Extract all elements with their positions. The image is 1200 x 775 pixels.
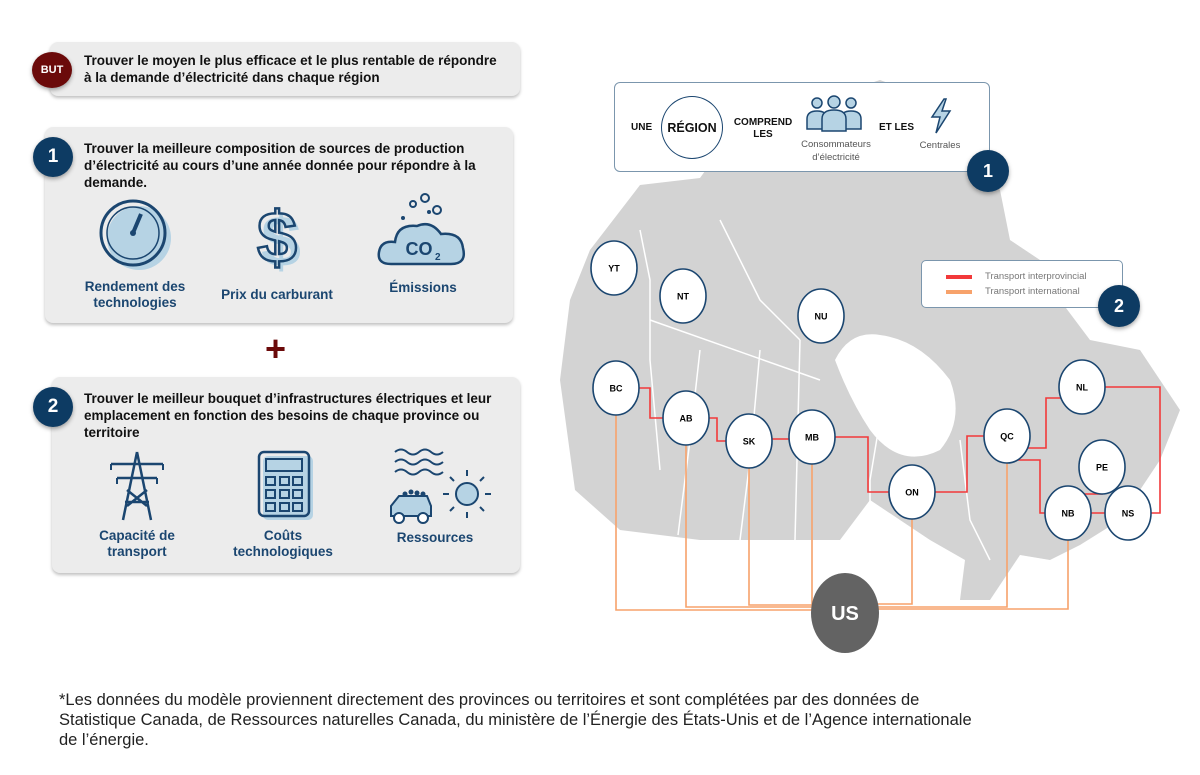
region-definition-box: UNE RÉGION COMPREND LES Consommateurs d’…	[614, 82, 990, 172]
region-circle: RÉGION	[661, 96, 723, 159]
resources-icon	[390, 448, 491, 524]
plants-label: Centrales	[919, 140, 961, 151]
plus-sign: +	[265, 328, 287, 369]
consumers-icon	[806, 95, 862, 132]
hudson-bay	[835, 334, 956, 457]
svg-text:MB: MB	[805, 433, 819, 443]
transmission-tower-icon	[110, 451, 164, 521]
legend-interprovincial: Transport interprovincial	[946, 271, 1087, 282]
item-label: Prix du carburant	[221, 287, 333, 302]
item-label: Rendement des technologies	[84, 279, 186, 310]
svg-text:NU: NU	[815, 312, 828, 322]
region-node-nt: NT	[659, 268, 707, 324]
region-node-qc: QC	[983, 408, 1031, 464]
item-label: Coûts technologiques	[233, 528, 333, 559]
goal-text: Trouver le moyen le plus efficace et le …	[84, 53, 497, 85]
item-transmission: Capacité de transport	[72, 450, 202, 560]
item-label: Émissions	[389, 280, 457, 295]
consumers-label: Consommateurs d’électricité	[801, 139, 871, 163]
svg-text:PE: PE	[1096, 463, 1108, 473]
label-comprend: COMPREND LES	[733, 117, 793, 140]
svg-text:NT: NT	[677, 292, 689, 302]
item-fuel-price: $$ Prix du carburant	[212, 198, 342, 303]
region-label: RÉGION	[667, 120, 717, 135]
calculator-icon	[257, 450, 313, 520]
region-node-sk: SK	[725, 413, 773, 469]
international-link-bc	[615, 388, 845, 611]
legend: Transport interprovincial Transport inte…	[921, 260, 1123, 308]
svg-text:NS: NS	[1122, 509, 1135, 519]
svg-text:NB: NB	[1062, 509, 1075, 519]
step1-text: Trouver la meilleure composition de sour…	[84, 141, 476, 190]
us-node: US	[811, 573, 879, 653]
region-node-bc: BC	[592, 360, 640, 416]
svg-text:AB: AB	[680, 414, 693, 424]
footnote: *Les données du modèle proviennent direc…	[59, 691, 972, 749]
international-link-ab	[685, 418, 845, 608]
svg-text:NL: NL	[1076, 383, 1088, 393]
svg-text:QC: QC	[1000, 432, 1014, 442]
step1-badge: 1	[33, 137, 73, 177]
international-link-nb	[845, 513, 1069, 610]
svg-text:ON: ON	[905, 488, 919, 498]
region-node-pe: PE	[1078, 439, 1126, 495]
svg-text:2: 2	[435, 252, 441, 263]
step2-text: Trouver le meilleur bouquet d’infrastruc…	[84, 391, 492, 440]
region-node-ns: NS	[1104, 485, 1152, 541]
svg-text:US: US	[831, 603, 859, 625]
region-node-mb: MB	[788, 409, 836, 465]
gauge-icon	[99, 199, 171, 270]
region-node-on: ON	[888, 464, 936, 520]
international-link-qc	[845, 436, 1008, 608]
region-node-nu: NU	[797, 288, 845, 344]
goal-badge: BUT	[32, 52, 72, 88]
item-tech-costs: Coûts technologiques	[218, 450, 348, 560]
legend-badge: 2	[1098, 285, 1140, 327]
legend-international: Transport international	[946, 286, 1080, 297]
svg-text:$: $	[261, 202, 301, 273]
region-node-yt: YT	[590, 240, 638, 296]
region-box-badge: 1	[967, 150, 1009, 192]
item-label: Capacité de transport	[99, 528, 175, 559]
label-et-les: ET LES	[879, 122, 915, 133]
goal-card	[50, 42, 520, 96]
co2-text: CO	[406, 239, 433, 259]
svg-text:BC: BC	[610, 384, 623, 394]
item-label: Ressources	[396, 530, 474, 545]
item-resources: Ressources	[370, 444, 500, 546]
region-node-nl: NL	[1058, 359, 1106, 415]
step2-badge: 2	[33, 387, 73, 427]
item-efficiency: Rendement des technologies	[70, 198, 200, 311]
region-node-ab: AB	[662, 390, 710, 446]
svg-text:SK: SK	[743, 437, 756, 447]
region-node-nb: NB	[1044, 485, 1092, 541]
dollar-icon: $$	[256, 198, 301, 273]
svg-text:YT: YT	[608, 264, 620, 274]
label-une: UNE	[631, 122, 653, 133]
lightning-icon	[930, 98, 952, 134]
svg-text:$: $	[257, 198, 297, 273]
